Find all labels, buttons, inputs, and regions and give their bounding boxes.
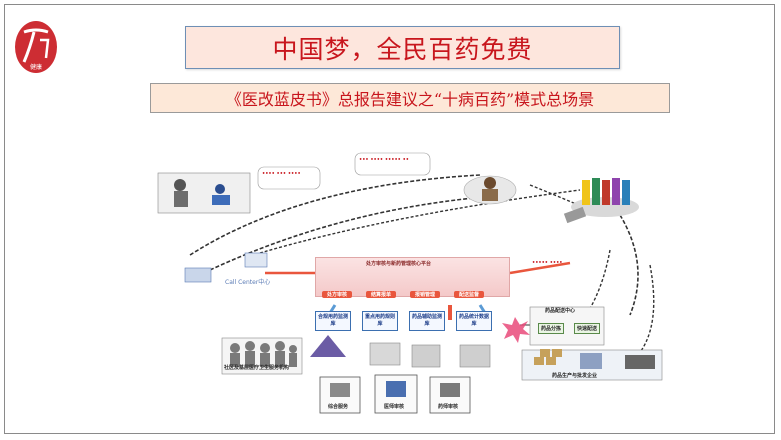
module-box-4: 药品统计数据库 <box>456 311 492 331</box>
subtitle-banner: 《医改蓝皮书》总报告建议之“十病百药”模式总场景 <box>150 83 670 113</box>
module-box-3: 药品辅助监测库 <box>409 311 445 331</box>
title-banner: 中国梦，全民百药免费 <box>185 26 620 69</box>
left-group-label: 社区及基层医疗卫生服务机构 <box>224 365 290 371</box>
scenario-diagram: 处方审核与新药管理核心平台 Call Center中心 处方审核 结算报单 报销… <box>150 145 670 420</box>
call-center-label: Call Center中心 <box>225 279 271 286</box>
speech-bubble-2: ••• •••• ••••• •• <box>359 157 409 163</box>
platform-title: 处方审核与新药管理核心平台 <box>366 261 432 267</box>
module-box-2: 重点用药规则库 <box>362 311 398 331</box>
platform-step-4: 配送监督 <box>454 291 484 298</box>
drug-delivery-label: 快速配送 <box>574 323 601 334</box>
platform-step-1: 处方审核 <box>322 291 352 298</box>
right-red-label: ••••• •••• <box>532 260 563 266</box>
platform-step-2: 结算报单 <box>366 291 396 298</box>
module-box-1: 合规用药监测库 <box>315 311 351 331</box>
right-group-label: 药品生产与批发企业 <box>552 373 598 379</box>
bottom-box-label-2: 医师审核 <box>384 404 405 410</box>
bottom-box-label-3: 药师审核 <box>438 404 459 410</box>
bottom-box-label-1: 综合服务 <box>328 404 349 410</box>
svg-text:健康: 健康 <box>30 63 42 71</box>
logo: 健康 <box>10 14 62 76</box>
platform-step-3: 报销管理 <box>410 291 440 298</box>
page-subtitle: 《医改蓝皮书》总报告建议之“十病百药”模式总场景 <box>225 90 595 109</box>
page-title: 中国梦，全民百药免费 <box>272 34 533 64</box>
brush-calligraphy-seal-icon: 健康 <box>15 21 57 73</box>
speech-bubble-1: •••• ••• •••• <box>262 171 301 177</box>
drug-center-title: 药品配送中心 <box>545 308 576 314</box>
drug-sort-label: 药品分拣 <box>538 323 565 334</box>
slide-frame <box>4 4 775 434</box>
